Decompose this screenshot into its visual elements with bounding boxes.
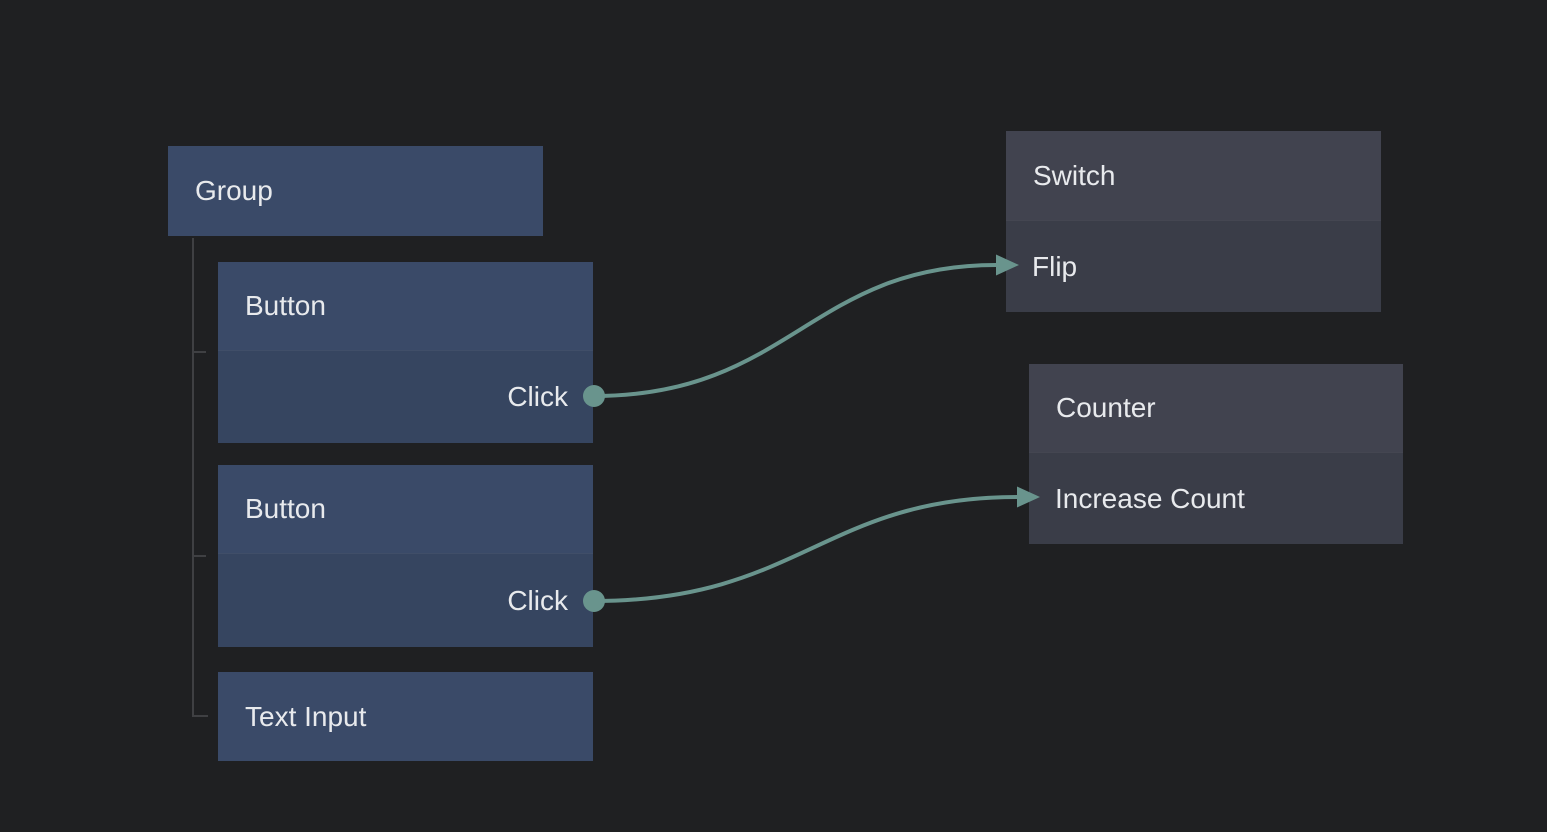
node-title: Switch — [1033, 159, 1116, 191]
node-title: Button — [245, 290, 326, 321]
node-counter[interactable]: Counter Increase Count — [1029, 364, 1403, 544]
node-button-1-output-row: Click — [218, 350, 593, 443]
node-button-2[interactable]: Button Click — [218, 465, 593, 647]
node-switch-header: Switch — [1006, 131, 1381, 220]
node-title: Counter — [1056, 392, 1156, 423]
node-counter-header: Counter — [1029, 364, 1403, 452]
node-group[interactable]: Group — [168, 146, 543, 236]
tree-connector-line — [192, 238, 208, 717]
node-counter-input-row: Increase Count — [1029, 452, 1403, 544]
node-button-1[interactable]: Button Click — [218, 262, 593, 443]
node-group-header: Group — [168, 146, 543, 236]
node-title: Text Input — [245, 700, 367, 732]
node-button-1-header: Button — [218, 262, 593, 350]
node-title: Group — [195, 175, 273, 206]
node-button-2-output-row: Click — [218, 553, 593, 647]
port-label-click: Click — [507, 381, 568, 412]
node-switch[interactable]: Switch Flip — [1006, 131, 1381, 312]
node-button-2-header: Button — [218, 465, 593, 553]
port-label-increase-count: Increase Count — [1055, 482, 1245, 514]
port-label-flip: Flip — [1032, 250, 1078, 282]
node-switch-input-row: Flip — [1006, 220, 1381, 312]
port-label-click: Click — [507, 584, 568, 616]
node-text-input[interactable]: Text Input — [218, 672, 593, 761]
edge-button2-click-to-counter-increase[interactable] — [592, 495, 1019, 603]
node-title: Button — [245, 493, 326, 524]
edge-button1-click-to-switch-flip[interactable] — [592, 263, 998, 398]
node-text-input-header: Text Input — [218, 672, 593, 761]
